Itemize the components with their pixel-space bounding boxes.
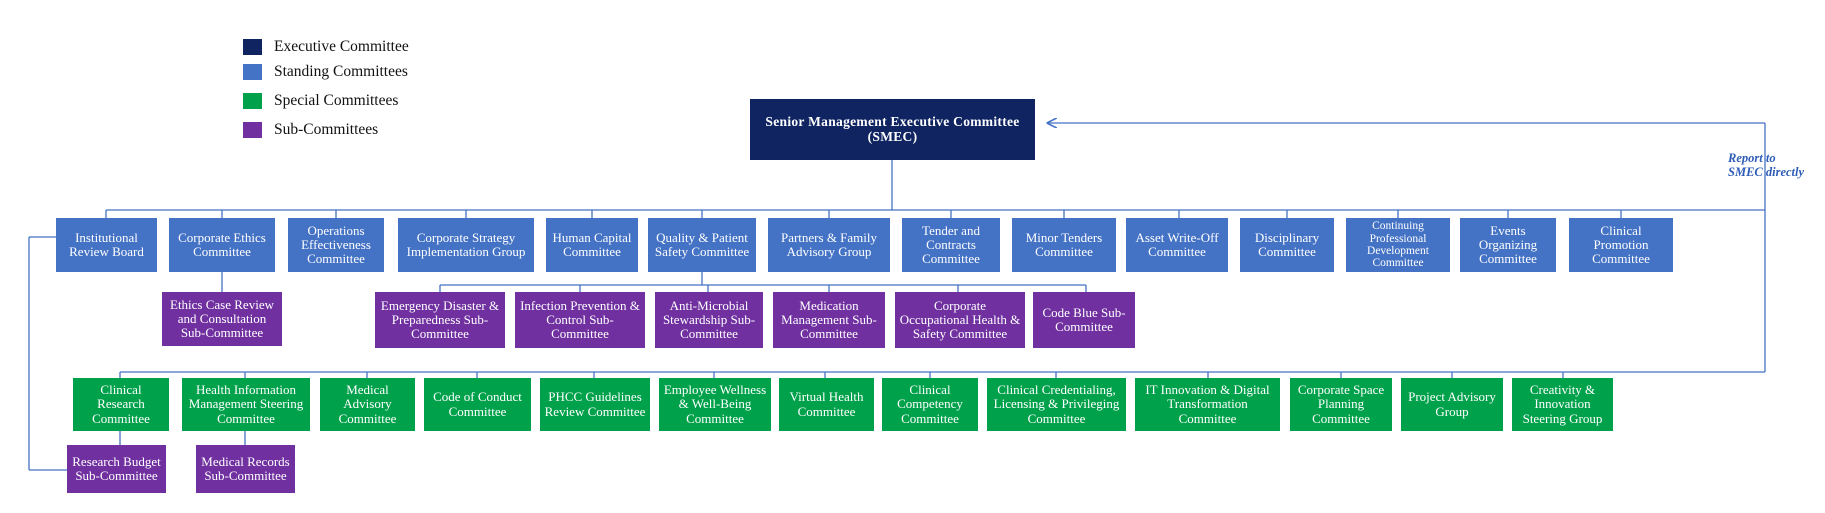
- node-tender-contracts: Tender and Contracts Committee: [902, 218, 1000, 272]
- node-corporate-occupational-health: Corporate Occupational Health & Safety C…: [895, 292, 1025, 348]
- node-medication-management: Medication Management Sub-Committee: [773, 292, 885, 348]
- node-infection-prevention: Infection Prevention & Control Sub-Commi…: [515, 292, 645, 348]
- node-minor-tenders: Minor Tenders Committee: [1012, 218, 1116, 272]
- node-employee-wellness: Employee Wellness & Well-Being Committee: [659, 378, 771, 431]
- node-clinical-competency: Clinical Competency Committee: [882, 378, 978, 431]
- legend-label-special: Special Committees: [274, 92, 399, 109]
- node-it-innovation: IT Innovation & Digital Transformation C…: [1135, 378, 1280, 431]
- legend-swatch-special: [243, 93, 262, 109]
- legend-swatch-sub: [243, 122, 262, 138]
- legend-label-sub: Sub-Committees: [274, 121, 379, 138]
- node-medical-advisory: Medical Advisory Committee: [320, 378, 415, 431]
- node-phcc-guidelines-review: PHCC Guidelines Review Committee: [540, 378, 650, 431]
- node-project-advisory: Project Advisory Group: [1401, 378, 1503, 431]
- node-disciplinary: Disciplinary Committee: [1240, 218, 1334, 272]
- report-to-smec-note: Report to SMEC directly: [1728, 151, 1805, 179]
- node-virtual-health: Virtual Health Committee: [779, 378, 874, 431]
- node-emergency-disaster: Emergency Disaster & Preparedness Sub-Co…: [375, 292, 505, 348]
- legend-swatch-standing: [243, 64, 262, 80]
- node-code-of-conduct: Code of Conduct Committee: [424, 378, 531, 431]
- node-smec: Senior Management Executive Committee (S…: [750, 99, 1035, 160]
- node-events-organizing: Events Organizing Committee: [1460, 218, 1556, 272]
- node-asset-write-off: Asset Write-Off Committee: [1126, 218, 1228, 272]
- node-creativity-innovation: Creativity & Innovation Steering Group: [1512, 378, 1613, 431]
- node-ethics-case-review: Ethics Case Review and Consultation Sub-…: [162, 292, 282, 346]
- node-health-information-management: Health Information Management Steering C…: [182, 378, 310, 431]
- legend-executive: Executive Committee: [243, 37, 409, 57]
- legend-standing: Standing Committees: [243, 62, 408, 82]
- legend-label-standing: Standing Committees: [274, 63, 408, 80]
- node-clinical-research: Clinical Research Committee: [73, 378, 169, 431]
- legend-sub: Sub-Committees: [243, 120, 378, 140]
- legend-label-executive: Executive Committee: [274, 38, 409, 55]
- node-corporate-ethics: Corporate Ethics Committee: [169, 218, 275, 272]
- node-code-blue: Code Blue Sub-Committee: [1033, 292, 1135, 348]
- legend-swatch-executive: [243, 39, 262, 55]
- legend-special: Special Committees: [243, 91, 398, 111]
- node-clinical-promotion: Clinical Promotion Committee: [1569, 218, 1673, 272]
- node-operations-effectiveness: Operations Effectiveness Committee: [288, 218, 384, 272]
- node-research-budget: Research Budget Sub-Committee: [67, 445, 166, 493]
- node-partners-family: Partners & Family Advisory Group: [768, 218, 890, 272]
- node-clinical-credentialing: Clinical Credentialing, Licensing & Priv…: [987, 378, 1126, 431]
- node-corporate-space-planning: Corporate Space Planning Committee: [1290, 378, 1392, 431]
- node-anti-microbial-stewardship: Anti-Microbial Stewardship Sub-Committee: [655, 292, 763, 348]
- node-medical-records: Medical Records Sub-Committee: [196, 445, 295, 493]
- node-corporate-strategy: Corporate Strategy Implementation Group: [398, 218, 534, 272]
- node-human-capital: Human Capital Committee: [546, 218, 638, 272]
- node-continuing-professional-development: Continuing Professional Development Comm…: [1346, 218, 1450, 272]
- node-institutional-review-board: Institutional Review Board: [56, 218, 157, 272]
- node-quality-patient-safety: Quality & Patient Safety Committee: [648, 218, 756, 272]
